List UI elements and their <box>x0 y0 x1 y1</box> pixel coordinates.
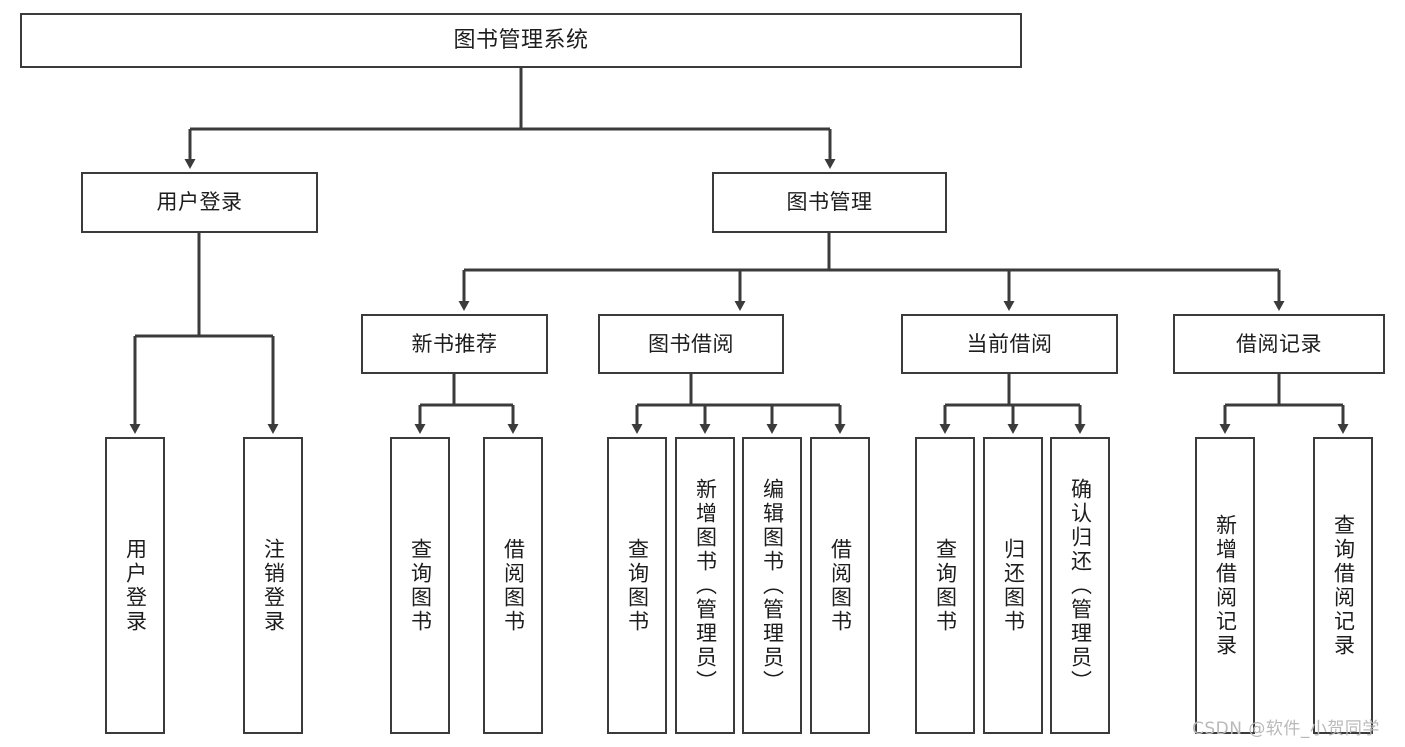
node-book-borrow[interactable]: 图书借阅 <box>598 314 784 374</box>
node-label: 借阅记录 <box>1236 331 1322 356</box>
node-borrow-record[interactable]: 借阅记录 <box>1173 314 1385 374</box>
node-book-management[interactable]: 图书管理 <box>712 172 947 233</box>
node-label: 查询图书 <box>625 537 650 634</box>
node-current-borrow[interactable]: 当前借阅 <box>901 314 1118 374</box>
node-root-system[interactable]: 图书管理系统 <box>20 13 1022 68</box>
watermark: CSDN @软件_小贺同学 <box>1192 719 1380 739</box>
node-label: 查询图书 <box>933 537 958 634</box>
leaf-add-book-admin[interactable]: 新增图书（管理员） <box>675 437 735 734</box>
node-label: 新增图书（管理员） <box>693 477 718 694</box>
node-label: 新书推荐 <box>411 331 498 356</box>
leaf-return-book[interactable]: 归还图书 <box>983 437 1043 734</box>
node-label: 图书管理 <box>786 190 873 215</box>
leaf-query-book-current[interactable]: 查询图书 <box>915 437 975 734</box>
node-label: 编辑图书（管理员） <box>760 477 785 694</box>
node-label: 借阅图书 <box>501 537 526 634</box>
node-label: 查询图书 <box>408 537 433 634</box>
leaf-borrow-book-recommend[interactable]: 借阅图书 <box>483 437 543 734</box>
leaf-query-book[interactable]: 查询图书 <box>607 437 667 734</box>
leaf-add-borrow-record[interactable]: 新增借阅记录 <box>1195 437 1255 734</box>
node-label: 新增借阅记录 <box>1213 513 1238 658</box>
node-label: 查询借阅记录 <box>1331 513 1356 658</box>
leaf-user-login[interactable]: 用户登录 <box>105 437 165 734</box>
node-label: 借阅图书 <box>828 537 853 634</box>
node-label: 用户登录 <box>123 537 148 634</box>
leaf-logout[interactable]: 注销登录 <box>243 437 303 734</box>
node-label: 归还图书 <box>1001 537 1026 634</box>
node-label: 用户登录 <box>156 190 243 215</box>
node-user-login[interactable]: 用户登录 <box>81 172 318 233</box>
node-new-book-recommend[interactable]: 新书推荐 <box>361 314 548 374</box>
node-label: 注销登录 <box>261 537 286 634</box>
leaf-borrow-book[interactable]: 借阅图书 <box>810 437 870 734</box>
node-label: 图书管理系统 <box>453 27 589 53</box>
node-label: 当前借阅 <box>966 331 1053 356</box>
node-label: 图书借阅 <box>648 331 734 356</box>
leaf-confirm-return-admin[interactable]: 确认归还（管理员） <box>1050 437 1110 734</box>
leaf-edit-book-admin[interactable]: 编辑图书（管理员） <box>742 437 802 734</box>
node-label: 确认归还（管理员） <box>1068 477 1093 694</box>
leaf-query-borrow-record[interactable]: 查询借阅记录 <box>1313 437 1373 734</box>
leaf-query-book-recommend[interactable]: 查询图书 <box>390 437 450 734</box>
